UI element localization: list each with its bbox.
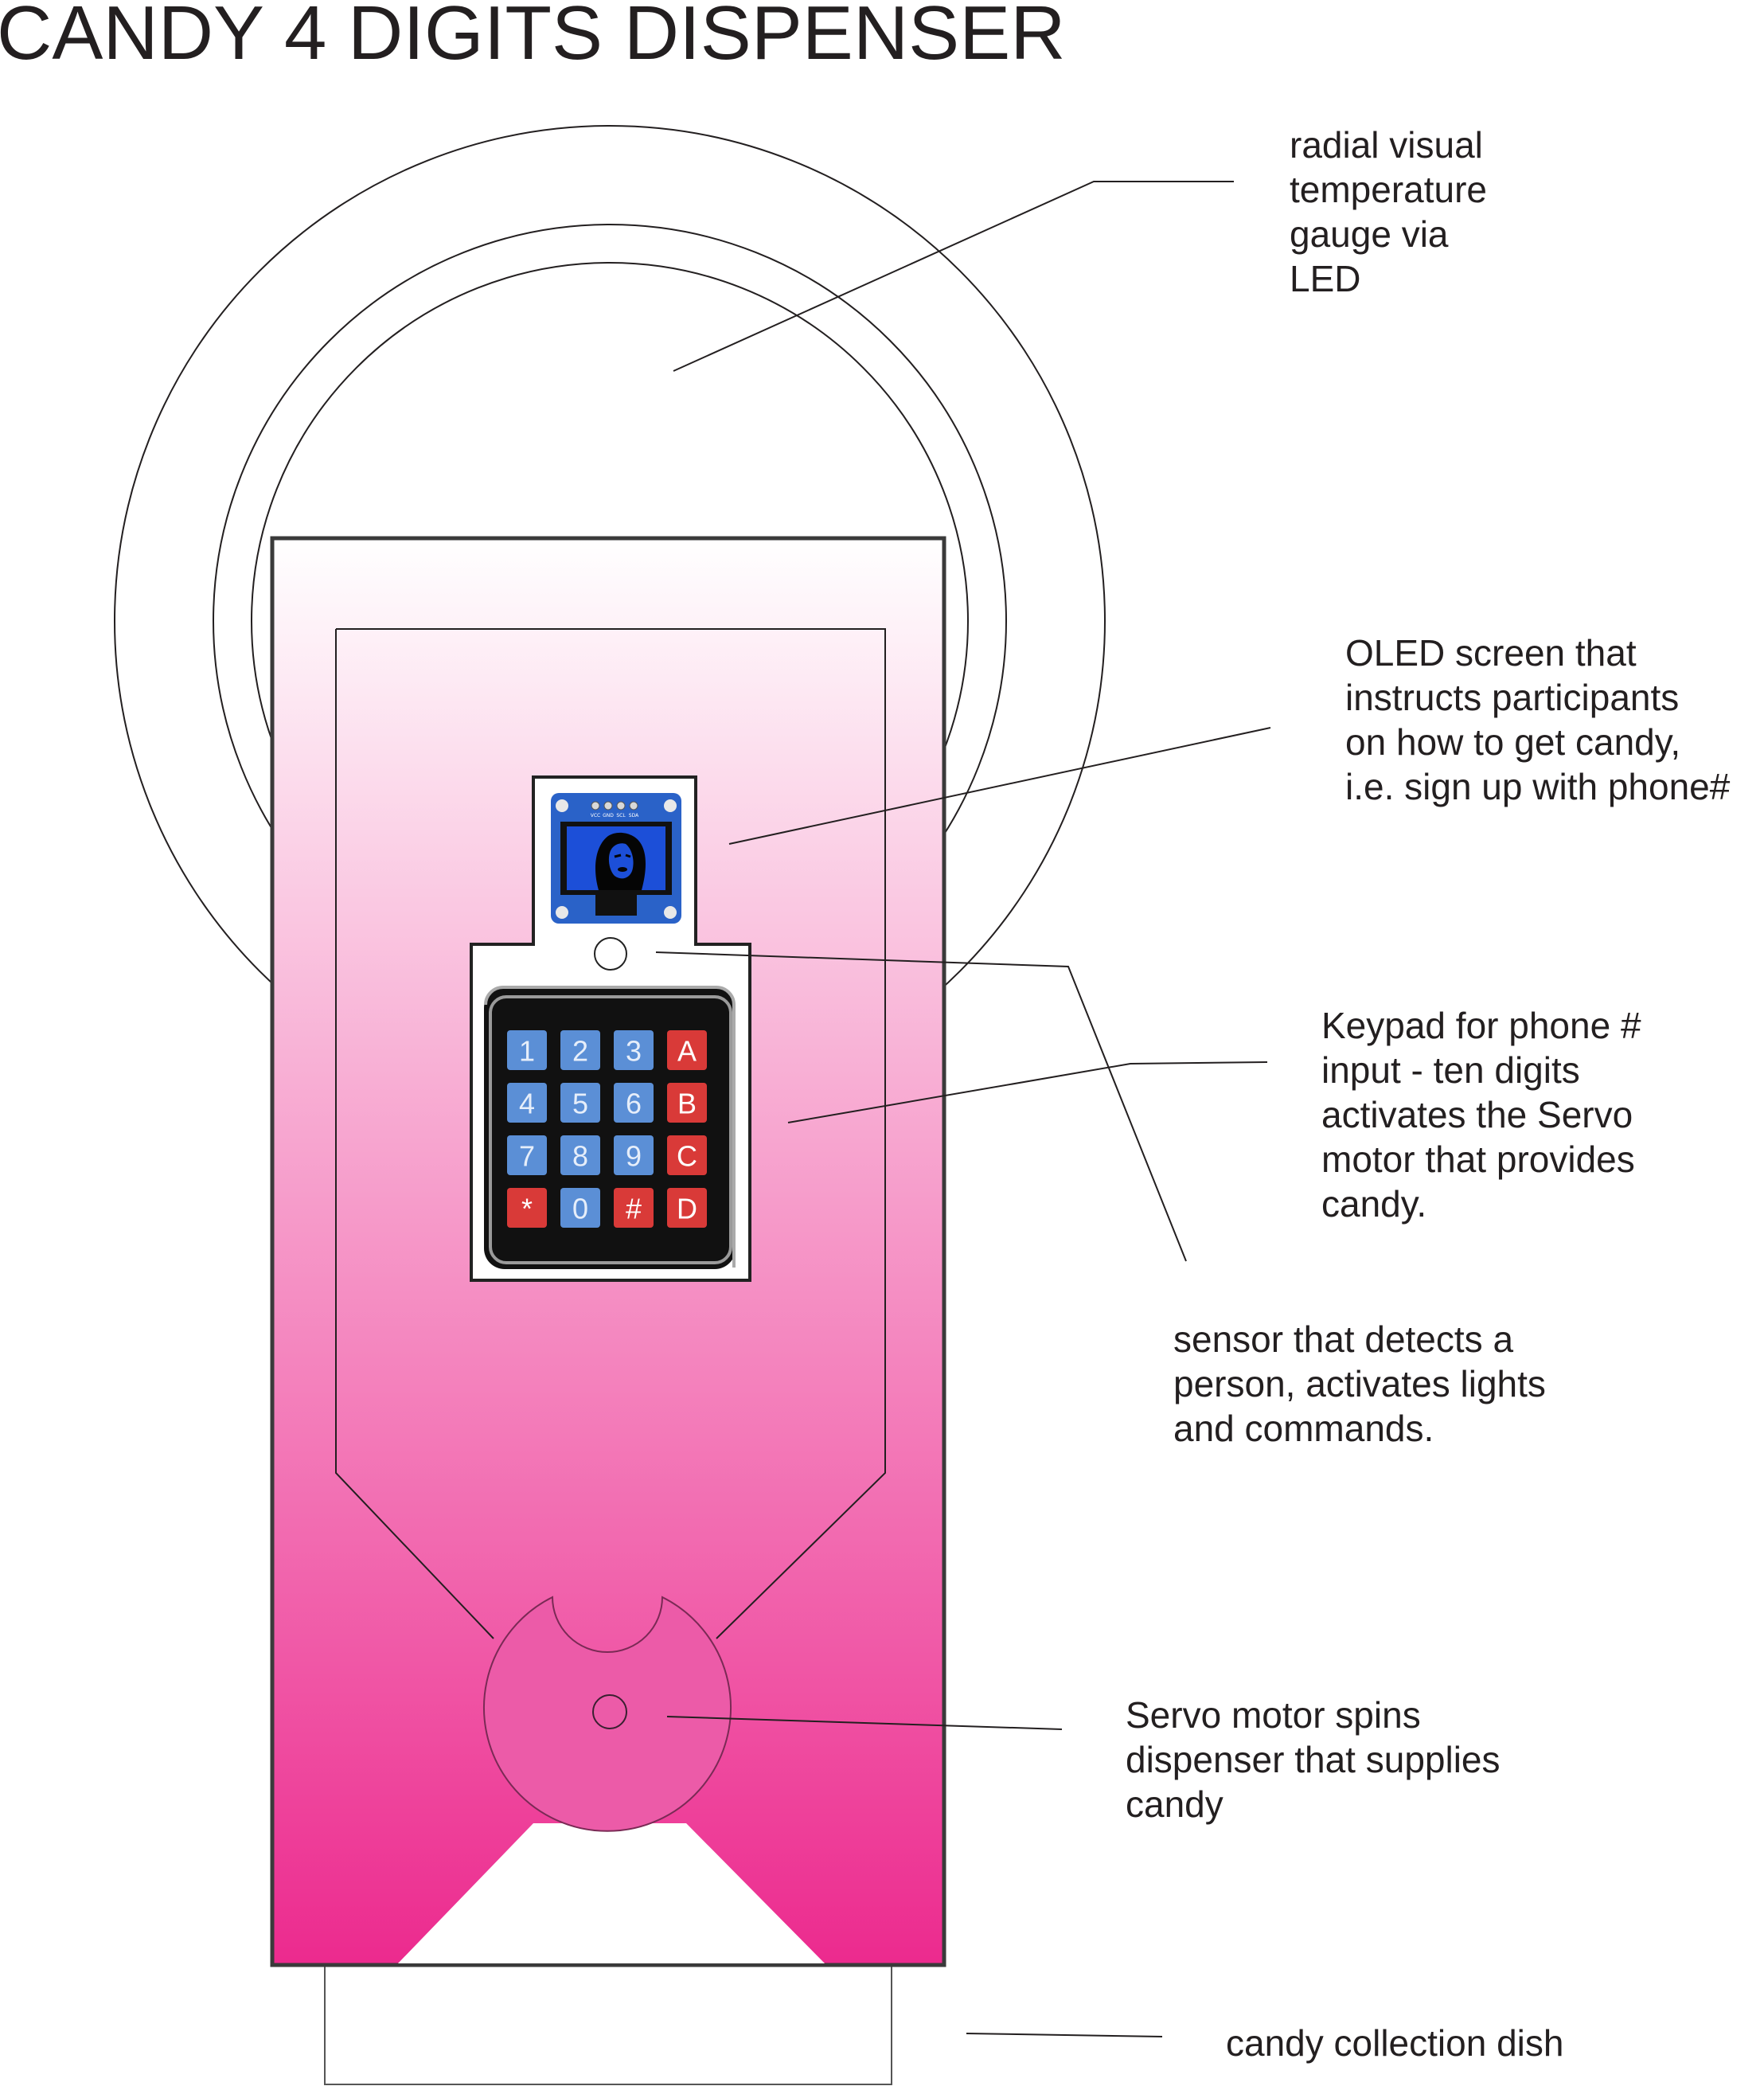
keypad-key-label: 5 [572,1088,588,1120]
annotation-line: candy collection dish [1226,2022,1563,2064]
annotation-line: Keypad for phone # [1321,1005,1641,1046]
annotation-servo: Servo motor spins dispenser that supplie… [1126,1694,1501,1825]
keypad-key-6[interactable]: 6 [614,1083,654,1123]
annotation-line: input - ten digits [1321,1049,1580,1091]
leader-gauge [673,182,1234,371]
keypad-key-label: B [677,1088,697,1120]
keypad-key-label: D [677,1193,697,1225]
oled-pin-label: SDA [629,813,639,818]
annotation-sensor: sensor that detects a person, activates … [1173,1318,1546,1449]
annotation-oled: OLED screen that instructs participants … [1345,632,1731,807]
keypad-key-label: A [677,1035,697,1068]
keypad-key-C[interactable]: C [667,1135,707,1175]
keypad-key-#[interactable]: # [614,1188,654,1228]
oled-portrait-image [595,833,646,890]
keypad-key-8[interactable]: 8 [560,1135,600,1175]
keypad-key-D[interactable]: D [667,1188,707,1228]
keypad-key-label: * [521,1193,533,1225]
annotation-line: OLED screen that [1345,632,1637,674]
annotation-line: instructs participants [1345,677,1679,718]
keypad-key-label: 8 [572,1140,588,1173]
mount-hole-icon [556,906,568,919]
keypad-key-label: 0 [572,1193,588,1225]
keypad-key-label: # [626,1193,642,1225]
annotation-line: sensor that detects a [1173,1318,1513,1360]
annotation-line: and commands. [1173,1408,1434,1449]
keypad-key-2[interactable]: 2 [560,1030,600,1070]
keypad-key-label: 2 [572,1035,588,1068]
annotation-line: candy. [1321,1183,1426,1225]
keypad-key-label: 3 [626,1035,642,1068]
keypad-key-4[interactable]: 4 [507,1083,547,1123]
keypad-key-label: 4 [519,1088,535,1120]
oled-pin-label: SCL [616,813,626,818]
keypad-key-1[interactable]: 1 [507,1030,547,1070]
annotation-line: radial visual [1290,124,1483,166]
annotation-line: i.e. sign up with phone# [1345,766,1731,807]
oled-module: VCC GND SCL SDA [551,793,681,924]
annotation-line: Servo motor spins [1126,1694,1421,1736]
keypad-key-5[interactable]: 5 [560,1083,600,1123]
annotation-line: activates the Servo [1321,1094,1633,1135]
annotation-line: LED [1290,258,1360,299]
oled-pin-label: VCC [591,813,600,818]
keypad-key-B[interactable]: B [667,1083,707,1123]
motion-sensor [595,938,626,970]
oled-pin-label: GND [603,813,614,818]
keypad-key-0[interactable]: 0 [560,1188,600,1228]
membrane-keypad: 1 2 3 A 4 5 6 B 7 8 9 C * 0 # D [484,987,736,1269]
keypad-key-label: C [677,1140,697,1173]
candy-collection-dish [325,1963,892,2084]
annotation-line: candy [1126,1783,1223,1825]
annotation-dish: candy collection dish [1226,2022,1563,2064]
keypad-key-*[interactable]: * [507,1188,547,1228]
annotation-line: on how to get candy, [1345,721,1680,763]
annotation-line: temperature [1290,169,1487,210]
leader-dish [966,2033,1162,2037]
annotation-line: motor that provides [1321,1139,1635,1180]
oled-ribbon [595,895,637,916]
keypad-key-3[interactable]: 3 [614,1030,654,1070]
annotation-gauge: radial visual temperature gauge via LED [1290,124,1487,299]
mount-hole-icon [556,799,568,812]
keypad-key-label: 1 [519,1035,535,1068]
annotation-line: dispenser that supplies [1126,1739,1501,1780]
keypad-key-label: 7 [519,1140,535,1173]
annotation-line: gauge via [1290,213,1449,255]
annotation-keypad: Keypad for phone # input - ten digits ac… [1321,1005,1641,1225]
mount-hole-icon [664,799,677,812]
mount-hole-icon [664,906,677,919]
keypad-key-label: 9 [626,1140,642,1173]
keypad-key-7[interactable]: 7 [507,1135,547,1175]
keypad-key-label: 6 [626,1088,642,1120]
keypad-key-9[interactable]: 9 [614,1135,654,1175]
keypad-key-A[interactable]: A [667,1030,707,1070]
annotation-line: person, activates lights [1173,1363,1546,1404]
page-title: CANDY 4 DIGITS DISPENSER [0,0,1066,76]
